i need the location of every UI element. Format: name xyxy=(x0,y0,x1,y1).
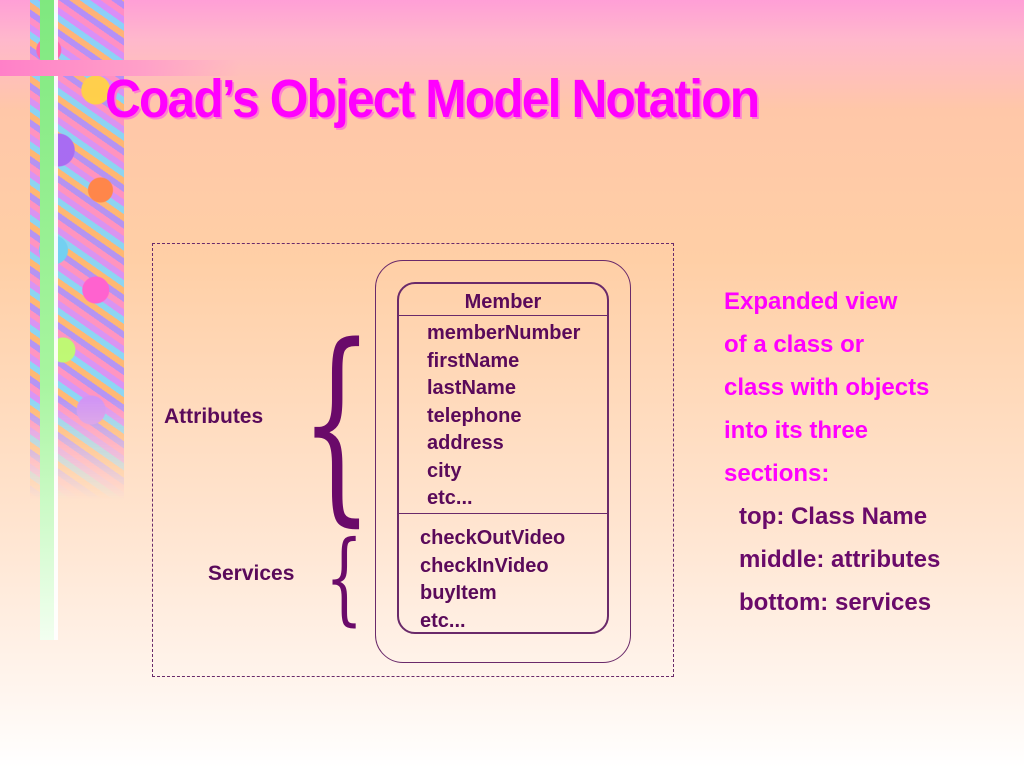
description-line: sections: xyxy=(724,460,830,487)
attribute-item: firstName xyxy=(427,349,520,372)
service-item: checkInVideo xyxy=(420,554,549,577)
attribute-item: etc... xyxy=(427,487,473,509)
description-section: top: Class Name xyxy=(739,503,928,530)
decorative-vertical-bar xyxy=(40,0,54,640)
description-line: into its three xyxy=(724,417,869,444)
class-name: Member xyxy=(464,291,542,313)
attribute-item: telephone xyxy=(427,404,522,427)
services-label: Services xyxy=(208,562,295,585)
decorative-horizontal-bar xyxy=(0,60,240,76)
service-list: checkOutVideo checkInVideo buyItem etc..… xyxy=(420,525,565,635)
object-outer-box xyxy=(375,260,631,663)
description-list: Expanded view of a class or class with o… xyxy=(724,280,940,624)
attribute-list: memberNumber firstName lastName telephon… xyxy=(427,320,580,513)
attribute-item: lastName xyxy=(427,377,516,399)
service-item: checkOutVideo xyxy=(420,527,566,549)
attribute-item: city xyxy=(427,459,462,482)
attribute-item: address xyxy=(427,432,504,454)
description-section: middle: attributes xyxy=(739,546,941,573)
attribute-item: memberNumber xyxy=(427,322,581,344)
class-inner-box xyxy=(397,282,609,634)
decorative-vertical-highlight xyxy=(54,0,58,640)
attributes-label: Attributes xyxy=(164,405,264,428)
description-line: Expanded view xyxy=(724,288,898,315)
services-brace-icon: { xyxy=(325,519,364,636)
service-item: buyItem xyxy=(420,582,497,604)
description-line: of a class or xyxy=(724,331,865,358)
slide-title: Coad’s Object Model Notation xyxy=(105,69,760,129)
attributes-divider xyxy=(397,513,609,514)
diagram-frame xyxy=(152,243,674,677)
attributes-brace-icon: { xyxy=(300,300,374,545)
description-section: bottom: services xyxy=(739,589,932,616)
description-line: class with objects xyxy=(724,374,930,401)
name-divider xyxy=(397,315,609,316)
service-item: etc... xyxy=(420,609,466,632)
